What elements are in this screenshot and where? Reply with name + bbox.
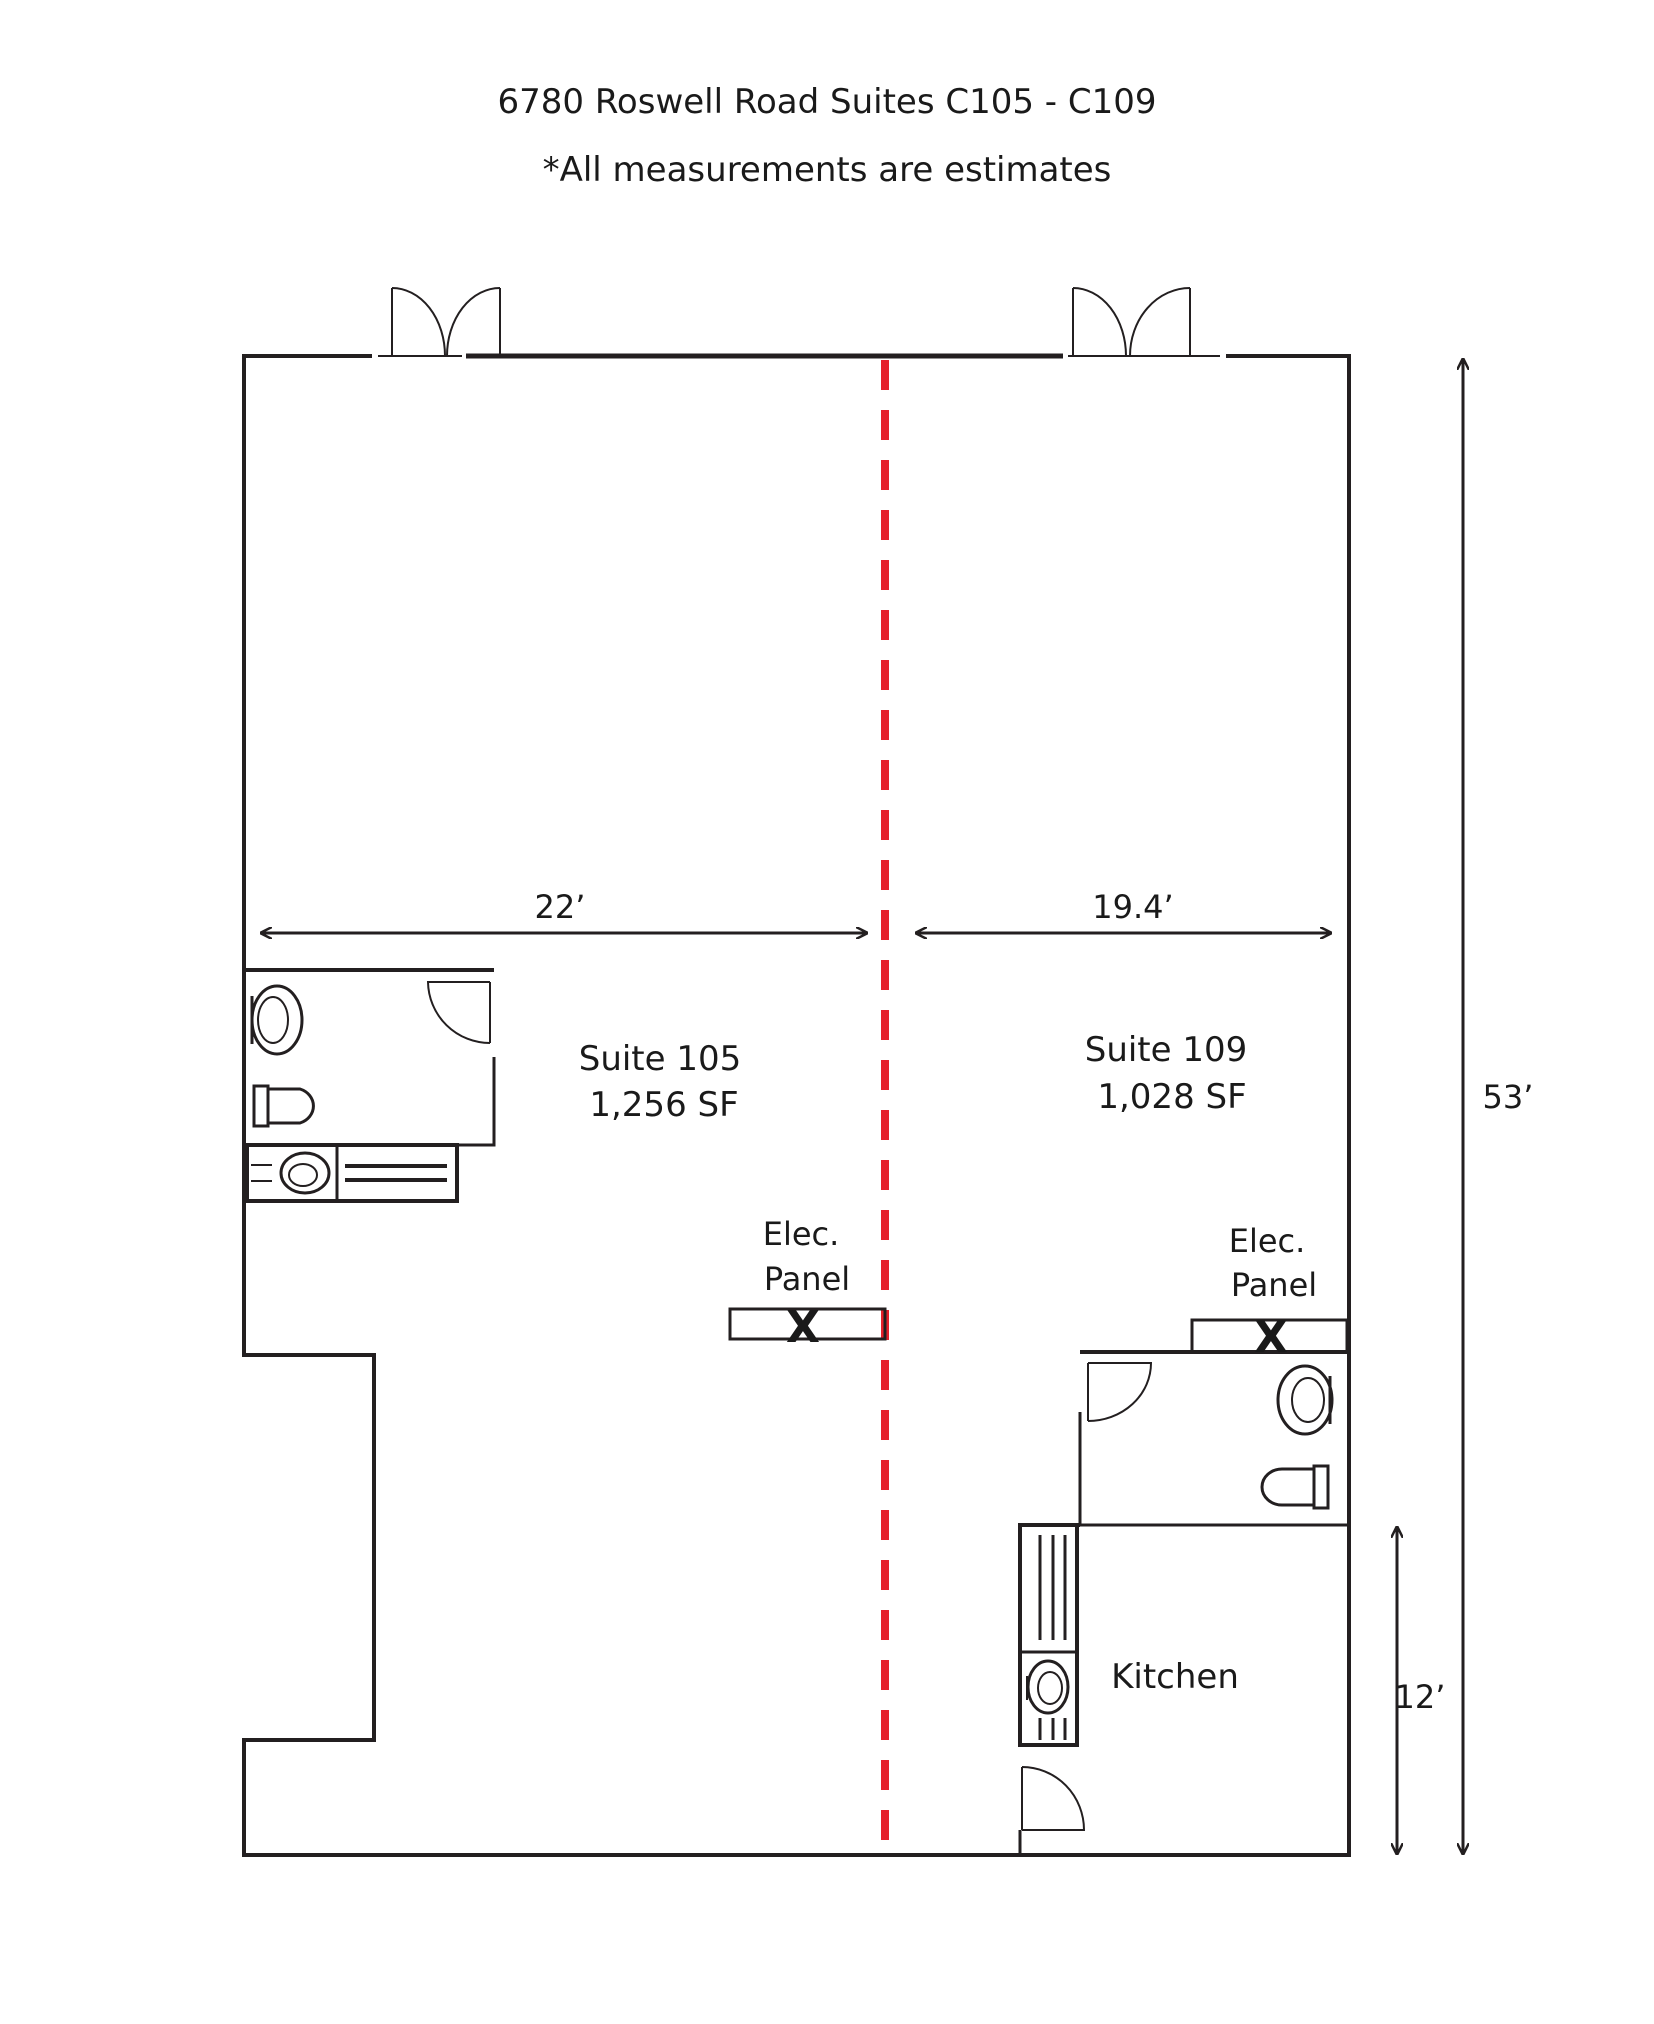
suite109-name: Suite 109 (1085, 1030, 1248, 1070)
elec-panel-right-marker: X (1254, 1312, 1288, 1363)
elec-panel-left (728, 1307, 887, 1341)
storefront-door-right (1068, 287, 1220, 357)
storefront-door-left (378, 287, 501, 357)
outer-walls (242, 353, 1351, 1857)
elec-panel-right-line1: Elec. (1229, 1222, 1306, 1260)
plan-subtitle: *All measurements are estimates (542, 150, 1112, 190)
wall-sink-icon-right (1276, 1364, 1334, 1436)
elec-panel-left-marker: X (786, 1302, 820, 1353)
suite109-area: 1,028 SF (1097, 1077, 1246, 1117)
kitchen-label: Kitchen (1111, 1657, 1239, 1697)
plan-title: 6780 Roswell Road Suites C105 - C109 (497, 82, 1157, 122)
elec-panel-left-line2: Panel (764, 1260, 850, 1298)
elec-panel-left-line1: Elec. (763, 1215, 840, 1253)
kitchen-sink-icon (1026, 1659, 1070, 1715)
kitchen-area (1018, 1523, 1086, 1855)
dimension-label-22ft: 22’ (535, 888, 586, 926)
vanity-counter (245, 1143, 459, 1203)
toilet-icon-right (1260, 1464, 1330, 1510)
elec-panel-right-line2: Panel (1231, 1266, 1317, 1304)
dimension-lines (262, 360, 1463, 1853)
dimension-label-19-4ft: 19.4’ (1092, 888, 1173, 926)
sink-icon (251, 1151, 331, 1195)
restroom-suite109 (1078, 1350, 1349, 1527)
toilet-icon (252, 1084, 315, 1128)
suite105-area: 1,256 SF (589, 1085, 738, 1125)
suite105-name: Suite 105 (579, 1039, 742, 1079)
dimension-label-12ft: 12’ (1395, 1678, 1446, 1716)
restroom-suite105 (244, 968, 496, 1147)
wall-sink-icon (250, 984, 304, 1056)
dimension-label-53ft: 53’ (1483, 1078, 1534, 1116)
